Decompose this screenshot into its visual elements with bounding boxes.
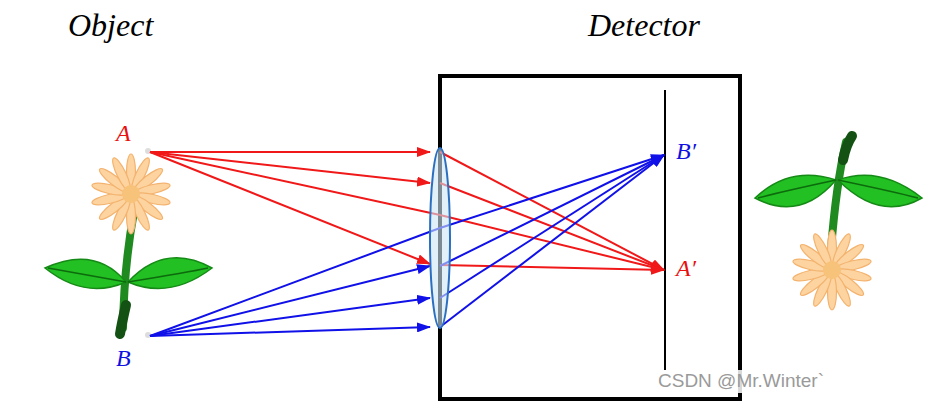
watermark: CSDN @Mr.Winter` bbox=[655, 370, 827, 393]
blue-rays bbox=[150, 155, 664, 336]
point-label: A bbox=[116, 120, 131, 146]
red-rays bbox=[150, 152, 664, 270]
image-point-label: A′ bbox=[676, 255, 696, 281]
point-label: B bbox=[116, 345, 131, 371]
detector-title: Detector bbox=[588, 8, 700, 43]
detector-plane bbox=[664, 90, 666, 370]
image-flower bbox=[755, 136, 922, 310]
image-point-label: B′ bbox=[676, 138, 696, 164]
object-title: Object bbox=[68, 8, 153, 43]
object-flower bbox=[45, 154, 212, 334]
camera-box bbox=[440, 76, 740, 399]
lens bbox=[430, 148, 450, 328]
